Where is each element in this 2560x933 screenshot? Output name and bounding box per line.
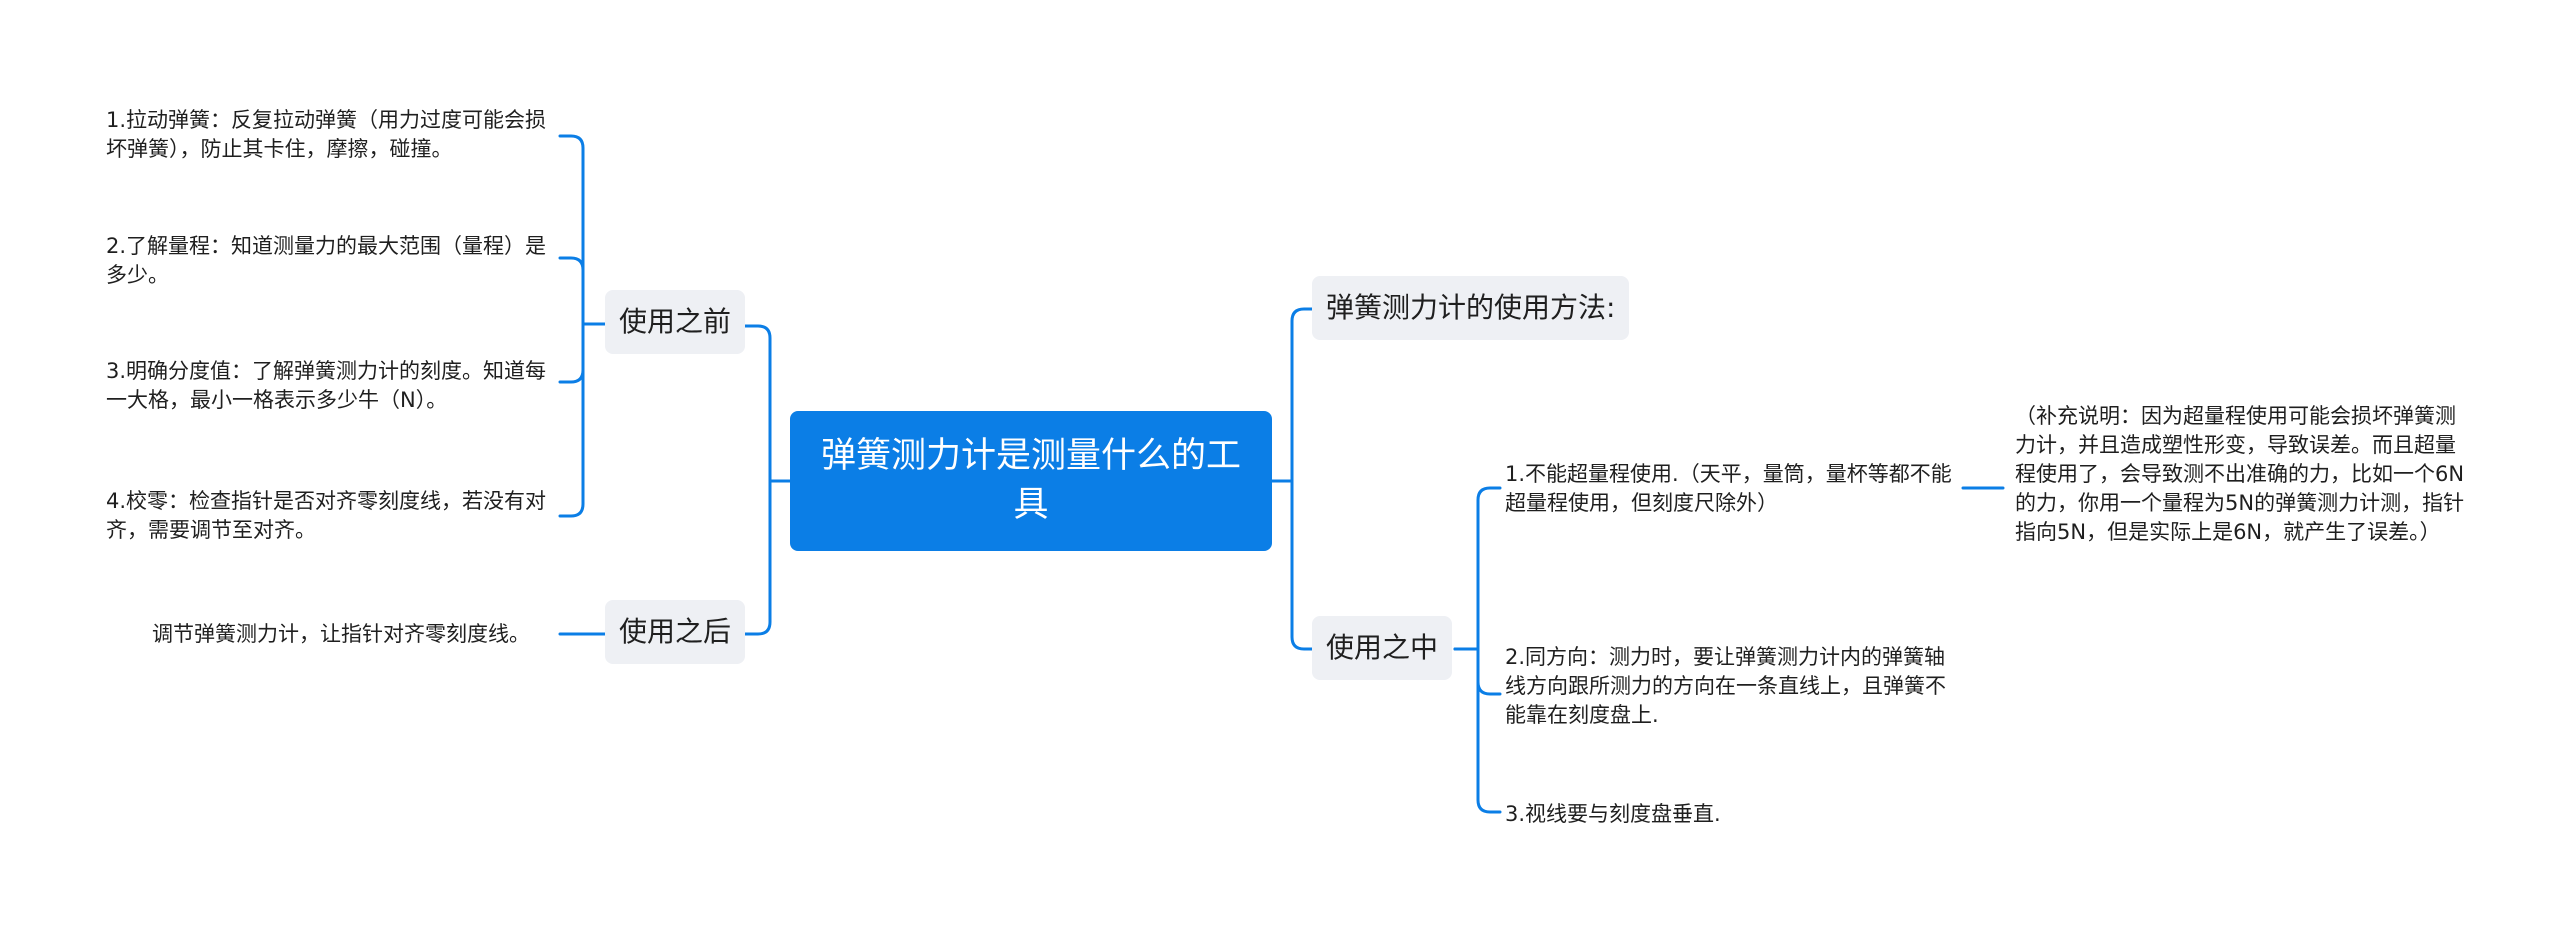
- leaf-text: 调节弹簧测力计，让指针对齐零刻度线。: [152, 622, 530, 646]
- root-topic[interactable]: 弹簧测力计是测量什么的工具: [790, 411, 1272, 551]
- leaf-text: 3.视线要与刻度盘垂直.: [1505, 802, 1721, 826]
- branch-usage-method-label: 弹簧测力计的使用方法:: [1326, 291, 1616, 324]
- leaf-text: 2.同方向：测力时，要让弹簧测力计内的弹簧轴线方向跟所测力的方向在一条直线上，且…: [1505, 645, 1946, 727]
- leaf-text: 1.不能超量程使用.（天平，量筒，量杯等都不能超量程使用，但刻度尺除外）: [1505, 462, 1952, 515]
- leaf-text: 4.校零：检查指针是否对齐零刻度线，若没有对齐，需要调节至对齐。: [106, 489, 547, 542]
- root-topic-label: 弹簧测力计是测量什么的工具: [820, 436, 1241, 525]
- leaf-during-range[interactable]: 1.不能超量程使用.（天平，量筒，量杯等都不能超量程使用，但刻度尺除外）: [1505, 460, 1955, 518]
- leaf-during-direction[interactable]: 2.同方向：测力时，要让弹簧测力计内的弹簧轴线方向跟所测力的方向在一条直线上，且…: [1505, 643, 1955, 730]
- leaf-before-zero[interactable]: 4.校零：检查指针是否对齐零刻度线，若没有对齐，需要调节至对齐。: [106, 487, 556, 545]
- branch-after-use[interactable]: 使用之后: [605, 600, 746, 664]
- branch-before-use-label: 使用之前: [619, 305, 732, 338]
- branch-during-use-label: 使用之中: [1326, 631, 1439, 664]
- leaf-text: 2.了解量程：知道测量力的最大范围（量程）是多少。: [106, 234, 547, 287]
- leaf-text: 1.拉动弹簧：反复拉动弹簧（用力过度可能会损坏弹簧），防止其卡住，摩擦，碰撞。: [106, 108, 547, 161]
- leaf-text: （补充说明：因为超量程使用可能会损坏弹簧测力计，并且造成塑性形变，导致误差。而且…: [2015, 404, 2465, 544]
- branch-before-use[interactable]: 使用之前: [605, 290, 746, 354]
- branch-usage-method[interactable]: 弹簧测力计的使用方法:: [1312, 276, 1630, 340]
- leaf-before-pull-spring[interactable]: 1.拉动弹簧：反复拉动弹簧（用力过度可能会损坏弹簧），防止其卡住，摩擦，碰撞。: [106, 106, 556, 164]
- leaf-during-sightline[interactable]: 3.视线要与刻度盘垂直.: [1505, 800, 1955, 829]
- leaf-before-division[interactable]: 3.明确分度值：了解弹簧测力计的刻度。知道每一大格，最小一格表示多少牛（N）。: [106, 357, 556, 415]
- branch-during-use[interactable]: 使用之中: [1312, 616, 1453, 680]
- leaf-supplementary-note[interactable]: （补充说明：因为超量程使用可能会损坏弹簧测力计，并且造成塑性形变，导致误差。而且…: [2015, 402, 2465, 547]
- leaf-text: 3.明确分度值：了解弹簧测力计的刻度。知道每一大格，最小一格表示多少牛（N）。: [106, 359, 547, 412]
- leaf-before-range[interactable]: 2.了解量程：知道测量力的最大范围（量程）是多少。: [106, 232, 556, 290]
- leaf-after-adjust[interactable]: 调节弹簧测力计，让指针对齐零刻度线。: [152, 620, 552, 649]
- branch-after-use-label: 使用之后: [619, 615, 732, 648]
